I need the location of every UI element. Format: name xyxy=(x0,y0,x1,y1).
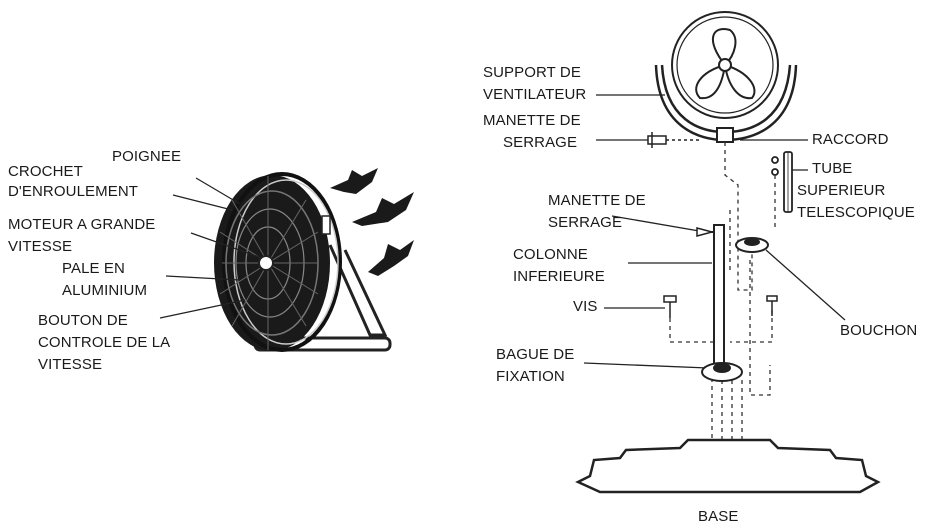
label-poignee: POIGNEE xyxy=(112,148,182,165)
label-base: BASE xyxy=(698,508,739,525)
label-manette-top-line1: MANETTE DE xyxy=(483,112,581,129)
label-pale-line2: ALUMINIUM xyxy=(62,282,148,299)
label-tube-line2: SUPERIEUR xyxy=(797,182,886,199)
fixing-ring xyxy=(701,362,743,382)
clamp-knob-top xyxy=(647,132,700,148)
label-bouton-line2: CONTROLE DE LA xyxy=(38,334,171,351)
fan-cradle xyxy=(654,64,798,143)
label-support-line2: VENTILATEUR xyxy=(483,86,587,103)
label-crochet-line2: D'ENROULEMENT xyxy=(8,183,139,200)
airflow-arrows xyxy=(330,168,414,276)
lower-column xyxy=(705,224,725,366)
label-colonne-line1: COLONNE xyxy=(513,246,588,263)
label-vis: VIS xyxy=(573,298,598,315)
label-crochet-line1: CROCHET xyxy=(8,163,83,180)
screws xyxy=(663,295,778,318)
clamp-knob-lower xyxy=(696,227,715,237)
fan-cage xyxy=(214,172,342,352)
label-pale-line1: PALE EN xyxy=(62,260,125,277)
label-bouchon: BOUCHON xyxy=(840,322,918,339)
label-raccord: RACCORD xyxy=(812,131,889,148)
assembly-dashed-lines xyxy=(669,142,776,440)
label-moteur-line1: MOTEUR A GRANDE xyxy=(8,216,156,233)
label-manette-top-line2: SERRAGE xyxy=(503,134,578,151)
label-tube-line1: TUBE xyxy=(812,160,853,177)
label-bague-line1: BAGUE DE xyxy=(496,346,575,363)
fan-base xyxy=(575,438,881,494)
left-leader-lines xyxy=(159,177,263,319)
label-bouton-line3: VITESSE xyxy=(38,356,103,373)
label-tube-line3: TELESCOPIQUE xyxy=(797,204,915,221)
label-moteur-line2: VITESSE xyxy=(8,238,73,255)
label-bouton-line1: BOUTON DE xyxy=(38,312,128,329)
label-support-line1: SUPPORT DE xyxy=(483,64,581,81)
label-manette-lower-line1: MANETTE DE xyxy=(548,192,646,209)
telescopic-tube xyxy=(771,151,793,213)
label-bague-line2: FIXATION xyxy=(496,368,565,385)
bouchon-cap xyxy=(735,237,769,253)
label-manette-lower-line2: SERRAGE xyxy=(548,214,623,231)
label-colonne-line2: INFERIEURE xyxy=(513,268,605,285)
fan-head xyxy=(671,11,779,119)
